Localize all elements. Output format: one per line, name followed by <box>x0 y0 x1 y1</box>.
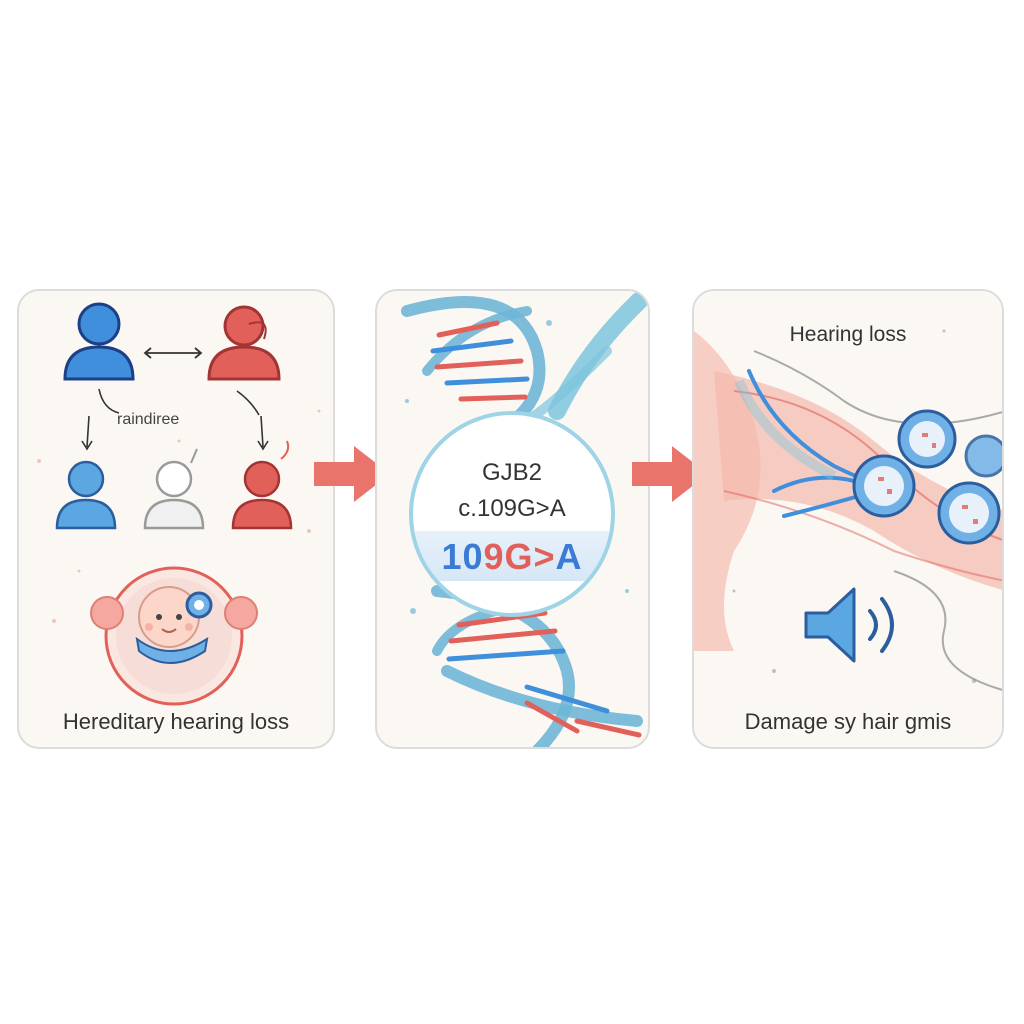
inner-ear-caption: Damage sy hair gmis <box>744 709 952 734</box>
inner-ear-illustration <box>694 329 1002 691</box>
variant-emphasis: 109G>A <box>441 536 583 577</box>
inheritance-caption: Hereditary hearing loss <box>62 709 290 734</box>
inheritance-panel: raindiree Hereditary hearing loss <box>17 289 335 749</box>
variant-notation: c.109G>A <box>458 495 566 522</box>
pedigree-label: raindiree <box>117 411 180 428</box>
speaker-icon <box>804 587 894 663</box>
gene-name: GJB2 <box>481 459 543 486</box>
child-unaffected-icon <box>143 448 205 530</box>
hair-cell-icon <box>852 409 1002 545</box>
parent-father-icon <box>63 302 135 381</box>
variant-highlight-band <box>413 531 611 581</box>
child-blue-icon <box>55 460 117 530</box>
baby-icon <box>90 566 258 706</box>
flow-arrow-1-icon <box>314 446 390 502</box>
child-red-icon <box>231 440 293 530</box>
parent-mother-icon <box>207 305 281 381</box>
inner-ear-panel: Hearing loss Damage sy hair gmis <box>692 289 1004 749</box>
hearing-loss-label: Hearing loss <box>789 323 907 346</box>
mutation-panel: GJB2 c.109G>A 109G>A <box>375 289 650 749</box>
inheritance-illustration <box>37 302 321 706</box>
mutation-callout: GJB2 c.109G>A 109G>A <box>409 411 615 617</box>
flow-arrow-2-icon <box>632 446 708 502</box>
